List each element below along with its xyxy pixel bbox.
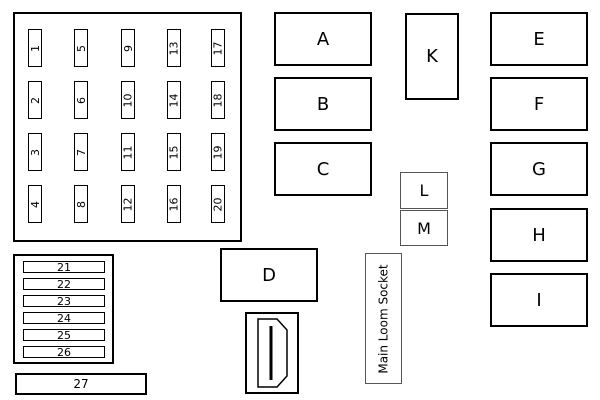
fuse-2: 2 xyxy=(28,81,42,119)
relay-f: F xyxy=(490,77,588,131)
fuse-16: 16 xyxy=(167,185,181,223)
main-loom-socket-label: Main Loom Socket xyxy=(376,263,391,374)
fuse-22: 22 xyxy=(23,278,105,290)
connector-shape xyxy=(257,318,288,388)
relay-c: C xyxy=(274,142,372,196)
relay-b: B xyxy=(274,77,372,131)
relay-e: E xyxy=(490,12,588,66)
fuse-25: 25 xyxy=(23,329,105,341)
fuse-block-1-20: 1 2 3 4 5 6 7 8 9 10 11 12 13 14 15 16 1… xyxy=(13,12,242,242)
fuse-7: 7 xyxy=(74,133,88,171)
relay-a: A xyxy=(274,12,372,66)
fuse-4: 4 xyxy=(28,185,42,223)
fuse-9: 9 xyxy=(121,29,135,67)
fuse-15: 15 xyxy=(167,133,181,171)
fuse-18: 18 xyxy=(211,81,225,119)
fuse-block-21-26: 21 22 23 24 25 26 xyxy=(13,254,114,364)
fuse-23: 23 xyxy=(23,295,105,307)
fuse-20: 20 xyxy=(211,185,225,223)
relay-g: G xyxy=(490,142,588,196)
fuse-24: 24 xyxy=(23,312,105,324)
fuse-12: 12 xyxy=(121,185,135,223)
fuse-11: 11 xyxy=(121,133,135,171)
relay-m: M xyxy=(400,210,448,246)
fuse-8: 8 xyxy=(74,185,88,223)
main-loom-socket: Main Loom Socket xyxy=(365,253,402,384)
fuse-14: 14 xyxy=(167,81,181,119)
fuse-6: 6 xyxy=(74,81,88,119)
relay-i: I xyxy=(490,273,588,327)
connector-unit xyxy=(245,312,299,394)
fuse-1: 1 xyxy=(28,29,42,67)
fuse-10: 10 xyxy=(121,81,135,119)
relay-l: L xyxy=(400,172,448,209)
fuse-13: 13 xyxy=(167,29,181,67)
fuse-5: 5 xyxy=(74,29,88,67)
relay-d: D xyxy=(220,248,318,302)
fuse-27: 27 xyxy=(15,373,147,395)
fuse-19: 19 xyxy=(211,133,225,171)
fuse-17: 17 xyxy=(211,29,225,67)
relay-k: K xyxy=(405,13,459,100)
relay-h: H xyxy=(490,208,588,262)
fuse-3: 3 xyxy=(28,133,42,171)
fuse-26: 26 xyxy=(23,346,105,358)
fuse-21: 21 xyxy=(23,261,105,273)
